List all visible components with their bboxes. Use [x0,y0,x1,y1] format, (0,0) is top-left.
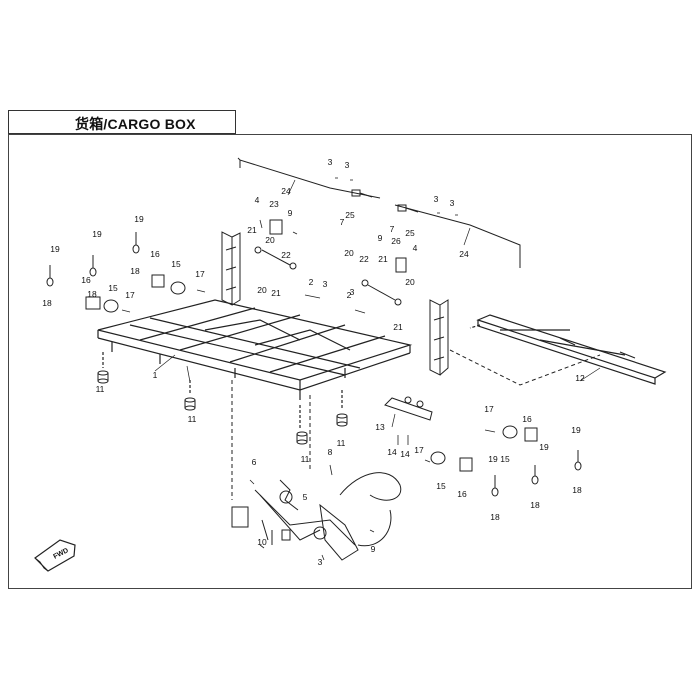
callout-16: 16 [81,275,91,285]
callout-24: 24 [281,186,291,196]
callout-25: 25 [345,210,355,220]
callout-16: 16 [150,249,160,259]
leader-lines [154,179,601,428]
callout-19: 19 [92,229,102,239]
callout-15: 15 [171,259,181,269]
hooks-19-18 [46,232,582,497]
latch-assembly-left [254,219,297,270]
callout-20: 20 [344,248,354,258]
callout-11: 11 [96,384,105,394]
callout-4: 4 [413,243,418,253]
callout-17: 17 [484,404,494,414]
callout-3: 3 [350,287,355,297]
callout-20: 20 [405,277,415,287]
support-rod-right [394,204,521,268]
tilt-mechanism [231,472,402,561]
bushing-group [97,370,348,445]
callout-7: 7 [340,217,345,227]
callout-20: 20 [257,285,267,295]
callout-8: 8 [328,447,333,457]
tie-down-right-mid [430,451,473,472]
diagram-frame [8,134,692,589]
callout-21: 21 [271,288,281,298]
tie-down-left-upper [151,274,186,295]
callout-3: 3 [318,557,323,567]
callout-10: 10 [257,537,267,547]
latch-25-right [397,204,419,213]
callout-9: 9 [378,233,383,243]
callout-5: 5 [303,492,308,502]
callout-9: 9 [371,544,376,554]
callout-19: 19 [134,214,144,224]
callout-2: 2 [309,277,314,287]
callout-2: 2 [347,290,352,300]
callout-3: 3 [434,194,439,204]
tie-down-left-lower [85,296,119,313]
callout-18: 18 [87,289,97,299]
callout-24: 24 [459,249,469,259]
fwd-arrow-icon: FWD [34,539,76,572]
callout-13: 13 [375,422,385,432]
cargo-frame [97,299,413,428]
latch-assembly-right [361,257,407,306]
latch-25-left [351,189,373,198]
callout-19: 19 [50,244,60,254]
callout-3: 3 [328,157,333,167]
callout-17: 17 [195,269,205,279]
callout-21: 21 [378,254,388,264]
callout-11: 11 [337,438,346,448]
callout-19: 19 [488,454,498,464]
callout-3: 3 [450,198,455,208]
callout-20: 20 [265,235,275,245]
support-rod-left [237,157,381,199]
callout-17: 17 [414,445,424,455]
title-box [8,110,236,134]
callout-22: 22 [359,254,369,264]
page-title: 货箱/CARGO BOX [75,116,196,132]
callout-18: 18 [42,298,52,308]
callout-18: 18 [130,266,140,276]
callout-12: 12 [575,373,585,383]
callout-9: 9 [288,208,293,218]
right-upright [429,299,449,376]
callout-16: 16 [457,489,467,499]
callout-7: 7 [390,224,395,234]
callout-14: 14 [387,447,397,457]
callout-25: 25 [405,228,415,238]
callout-15: 15 [500,454,510,464]
tie-down-right-far [502,425,538,442]
callout-26: 26 [391,236,401,246]
callout-21: 21 [247,225,257,235]
hinge-bracket-13 [384,396,433,421]
callout-4: 4 [255,195,260,205]
callout-21: 21 [393,322,403,332]
callout-6: 6 [252,457,257,467]
callout-3: 3 [323,279,328,289]
callout-22: 22 [281,250,291,260]
callout-18: 18 [530,500,540,510]
callout-16: 16 [522,414,532,424]
callout-23: 23 [269,199,279,209]
callout-18: 18 [572,485,582,495]
left-upright [221,231,241,306]
callout-11: 11 [188,414,197,424]
callout-19: 19 [571,425,581,435]
fasteners [121,177,496,561]
tailgate-frame [469,314,667,385]
callout-11: 11 [301,454,310,464]
callout-15: 15 [108,283,118,293]
callout-18: 18 [490,512,500,522]
callout-17: 17 [125,290,135,300]
callout-15: 15 [436,481,446,491]
callout-14: 14 [400,449,410,459]
callout-1: 1 [153,370,158,380]
callout-19: 19 [539,442,549,452]
callout-3: 3 [345,160,350,170]
